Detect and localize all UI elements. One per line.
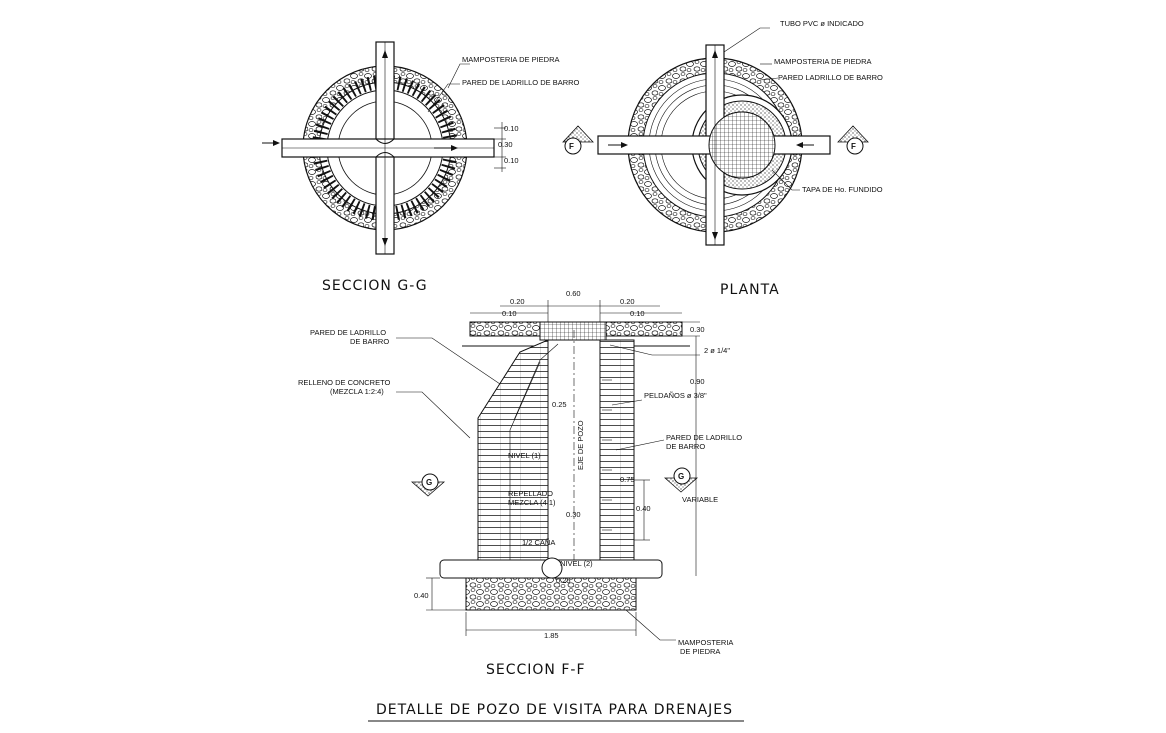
section-f-label-fill-2: (MEZCLA 1:2:4) — [330, 387, 384, 396]
plan-label-brick: PARED LADRILLO DE BARRO — [778, 73, 883, 82]
section-marker-icon — [562, 125, 869, 155]
section-g-label-stone: MAMPOSTERIA DE PIEDRA — [462, 55, 560, 64]
section-g-dim-top: 0.10 — [504, 124, 519, 133]
section-f-mark-left: G — [426, 478, 432, 487]
section-f-label-axis: EJE DE POZO — [576, 420, 585, 470]
dim-030: 0.30 — [566, 510, 581, 519]
section-f-label-plaster-2: MEZCLA (4:1) — [508, 498, 556, 507]
section-f-label-stone-2: DE PIEDRA — [680, 647, 720, 656]
dim-090: 0.90 — [690, 377, 705, 386]
dim-025-base: 0.25 — [556, 576, 571, 585]
flow-arrow-icon — [608, 50, 814, 240]
section-g-title: SECCION G-G — [322, 278, 428, 294]
dim-010-right: 0.10 — [630, 309, 645, 318]
plan-drawing — [562, 27, 869, 246]
section-f-label-stone-1: MAMPOSTERIA — [678, 638, 733, 647]
section-f-label-brick-1: PARED DE LADRILLO — [310, 328, 386, 337]
dim-030-right: 0.30 — [690, 325, 705, 334]
section-g-dim-mid: 0.30 — [498, 140, 513, 149]
plan-label-stone: MAMPOSTERIA DE PIEDRA — [774, 57, 872, 66]
section-f-label-level1: NIVEL (1) — [508, 451, 541, 460]
dim-040-right: 0.40 — [636, 504, 651, 513]
section-f-label-wall-1: PARED DE LADRILLO — [666, 433, 742, 442]
plan-section-mark-left: F — [569, 142, 574, 151]
main-title: DETALLE DE POZO DE VISITA PARA DRENAJES — [376, 702, 733, 718]
section-g-drawing — [262, 41, 506, 255]
flow-arrow-icon — [262, 50, 458, 246]
section-f-label-brick-2: DE BARRO — [350, 337, 389, 346]
plan-label-cover: TAPA DE Ho. FUNDIDO — [802, 185, 883, 194]
section-f-title: SECCION F-F — [486, 662, 586, 678]
plan-title: PLANTA — [720, 282, 780, 298]
section-f-label-plaster-1: REPELLADO — [508, 489, 553, 498]
section-f-mark-right: G — [678, 472, 684, 481]
section-g-label-brick: PARED DE LADRILLO DE BARRO — [462, 78, 580, 87]
dim-020-right: 0.20 — [620, 297, 635, 306]
section-f-label-wall-2: DE BARRO — [666, 442, 705, 451]
section-f-label-steps: PELDAÑOS ø 3/8" — [644, 391, 707, 400]
dim-025: 0.25 — [552, 400, 567, 409]
section-f-label-variable: VARIABLE — [682, 495, 718, 504]
dim-010-left: 0.10 — [502, 309, 517, 318]
section-marker-icon — [410, 467, 699, 497]
section-f-label-half-pipe: 1/2 CAÑA — [522, 538, 555, 547]
section-f-label-level2: NIVEL (2) — [560, 559, 593, 568]
dim-185: 1.85 — [544, 631, 559, 640]
dim-075: 0.75 — [620, 475, 635, 484]
section-f-label-bars: 2 ø 1/4" — [704, 346, 730, 355]
section-f-drawing — [396, 300, 700, 641]
section-g-dim-bottom: 0.10 — [504, 156, 519, 165]
dim-020-left: 0.20 — [510, 297, 525, 306]
dim-040-left: 0.40 — [414, 591, 429, 600]
dim-060: 0.60 — [566, 289, 581, 298]
section-f-label-fill-1: RELLENO DE CONCRETO — [298, 378, 391, 387]
plan-section-mark-right: F — [851, 142, 856, 151]
plan-label-pipe: TUBO PVC ø INDICADO — [780, 19, 864, 28]
